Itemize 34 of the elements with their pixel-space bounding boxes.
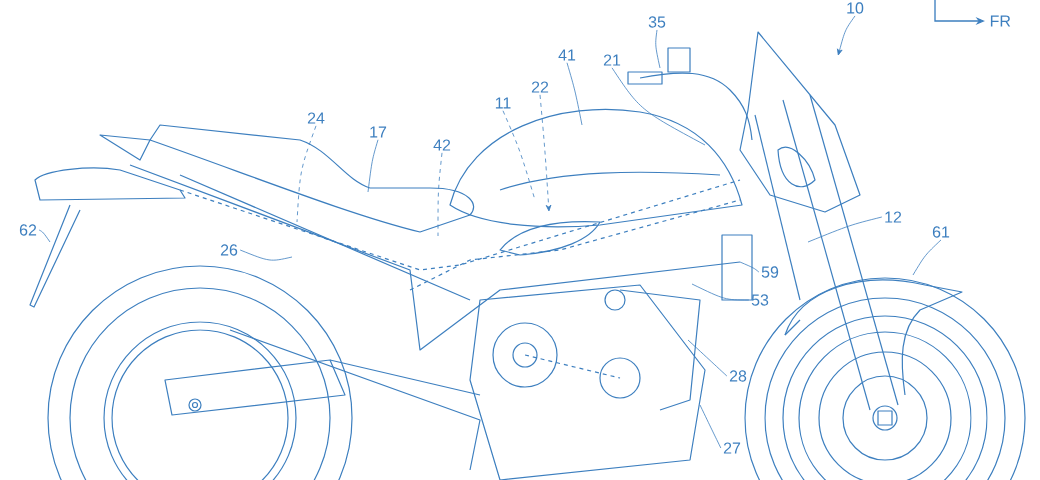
callout-number: 62 — [19, 224, 37, 236]
callout-number: 24 — [307, 112, 325, 124]
leader-line — [699, 404, 722, 449]
callout-number: 59 — [761, 266, 779, 278]
callout-number: 17 — [370, 126, 387, 138]
callout-number: 35 — [648, 16, 666, 28]
leader-line — [239, 249, 293, 261]
leader-line — [566, 62, 583, 126]
callout-number: 42 — [433, 139, 451, 151]
leader-line — [691, 283, 750, 301]
leader-line — [296, 125, 317, 223]
leader-line — [655, 29, 661, 69]
callout-number: 26 — [220, 244, 238, 256]
leader-line — [502, 110, 536, 201]
callout-number: 22 — [531, 81, 549, 93]
callout-number: 27 — [723, 442, 741, 454]
leader-line — [739, 261, 760, 273]
callout-number: 53 — [751, 294, 769, 306]
direction-label: FR — [990, 15, 1011, 27]
leader-line — [837, 15, 856, 56]
leader-line — [38, 229, 51, 243]
leader-line — [539, 94, 552, 212]
callout-number: 21 — [603, 54, 621, 66]
leader-line — [807, 216, 883, 243]
leader-line — [687, 339, 728, 377]
callout-number: 12 — [885, 211, 902, 223]
leader-line — [912, 239, 942, 276]
callout-number: 11 — [495, 97, 511, 109]
callout-number: 41 — [558, 49, 576, 61]
callout-number: 61 — [932, 226, 950, 238]
leader-line — [611, 67, 706, 146]
callout-number: 28 — [729, 370, 747, 382]
leader-line — [367, 139, 379, 193]
callout-number: 10 — [847, 2, 864, 14]
